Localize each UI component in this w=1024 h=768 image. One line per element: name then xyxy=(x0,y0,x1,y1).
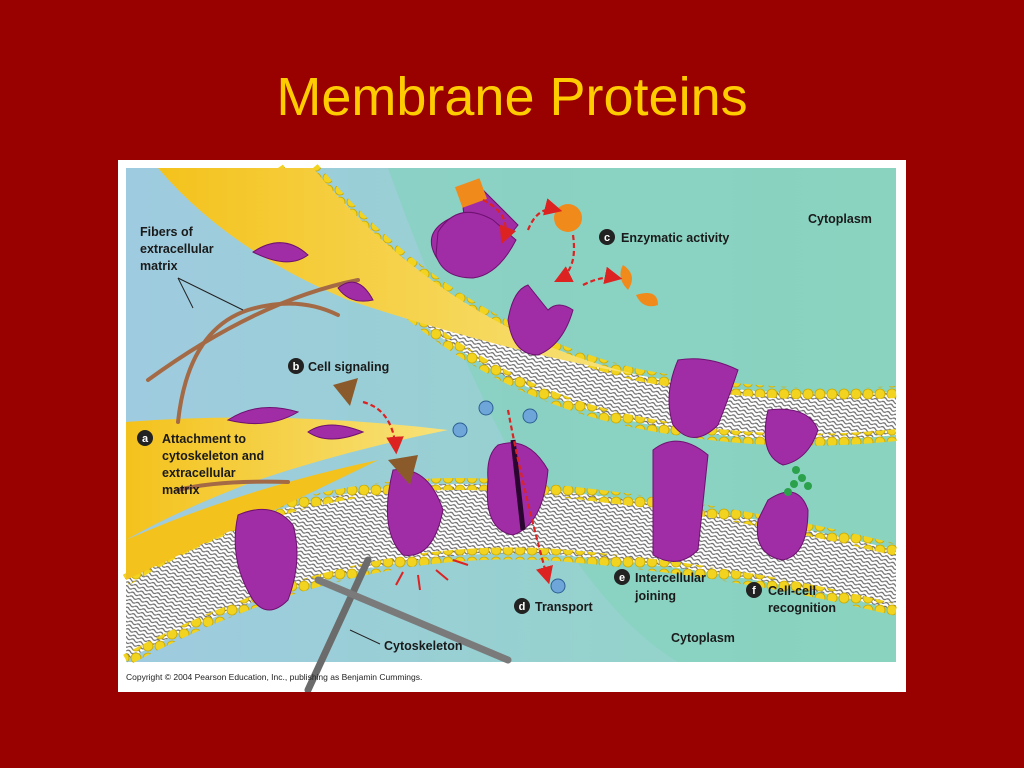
svg-text:Cell signaling: Cell signaling xyxy=(308,360,389,374)
fibers-label: Fibers of extracellular matrix xyxy=(140,225,214,273)
membrane-protein-figure: Cytoplasm Cytoplasm Fibers of extracellu… xyxy=(118,160,906,692)
badge-b xyxy=(288,358,304,374)
svg-text:Attachment to: Attachment to xyxy=(162,432,246,446)
svg-text:recognition: recognition xyxy=(768,601,836,615)
function-f-label: f Cell-cell recognition xyxy=(746,582,836,615)
svg-text:b: b xyxy=(293,361,300,373)
signal-burst xyxy=(395,559,469,591)
badge-c xyxy=(599,229,615,245)
membrane-diagram: Cytoplasm Cytoplasm Fibers of extracellu… xyxy=(122,164,898,692)
svg-text:Transport: Transport xyxy=(535,600,593,614)
svg-text:Cell-cell: Cell-cell xyxy=(768,584,816,598)
product-half-1 xyxy=(620,265,632,290)
transport-molecules xyxy=(452,400,566,594)
cytoplasm-label-bottom: Cytoplasm xyxy=(671,631,735,645)
lower-ecm xyxy=(126,417,448,540)
upper-ecm xyxy=(158,168,638,375)
cytoskeleton-label: Cytoskeleton xyxy=(384,639,463,653)
cytoskeleton-rods xyxy=(304,556,512,692)
svg-text:a: a xyxy=(142,433,149,445)
svg-text:cytoskeleton and: cytoskeleton and xyxy=(162,449,264,463)
product-half-2 xyxy=(636,292,658,307)
svg-text:c: c xyxy=(604,232,610,244)
slide-title: Membrane Proteins xyxy=(276,67,748,127)
badge-a xyxy=(137,430,153,446)
svg-text:matrix: matrix xyxy=(162,483,200,497)
function-b-label: b Cell signaling xyxy=(288,358,389,374)
cytoplasm-label-top: Cytoplasm xyxy=(808,212,872,226)
svg-text:Fibers of: Fibers of xyxy=(140,225,194,239)
function-d-label: d Transport xyxy=(514,598,593,614)
carbohydrate-chain xyxy=(784,466,812,496)
function-a-label: a Attachment to cytoskeleton and extrace… xyxy=(137,430,264,497)
badge-e xyxy=(614,569,630,585)
svg-text:Intercellular: Intercellular xyxy=(635,571,706,585)
copyright-notice: Copyright © 2004 Pearson Education, Inc.… xyxy=(126,672,423,682)
substrate-circle xyxy=(554,204,582,232)
svg-text:d: d xyxy=(519,601,526,613)
svg-text:extracellular: extracellular xyxy=(140,242,214,256)
svg-text:extracellular: extracellular xyxy=(162,466,236,480)
badge-f xyxy=(746,582,762,598)
svg-text:e: e xyxy=(619,572,625,584)
process-arrows xyxy=(362,198,623,585)
receptor-bound-signal xyxy=(388,455,418,485)
function-c-label: c Enzymatic activity xyxy=(599,229,729,245)
badge-d xyxy=(514,598,530,614)
svg-text:f: f xyxy=(752,585,756,597)
substrate-square xyxy=(455,178,487,208)
membrane-proteins xyxy=(226,184,819,611)
svg-text:matrix: matrix xyxy=(140,259,178,273)
ecm-fibers xyxy=(146,278,360,492)
svg-text:joining: joining xyxy=(634,589,676,603)
function-e-label: e Intercellular joining xyxy=(614,569,706,603)
svg-text:Enzymatic activity: Enzymatic activity xyxy=(621,231,729,245)
signal-molecule xyxy=(333,378,358,406)
